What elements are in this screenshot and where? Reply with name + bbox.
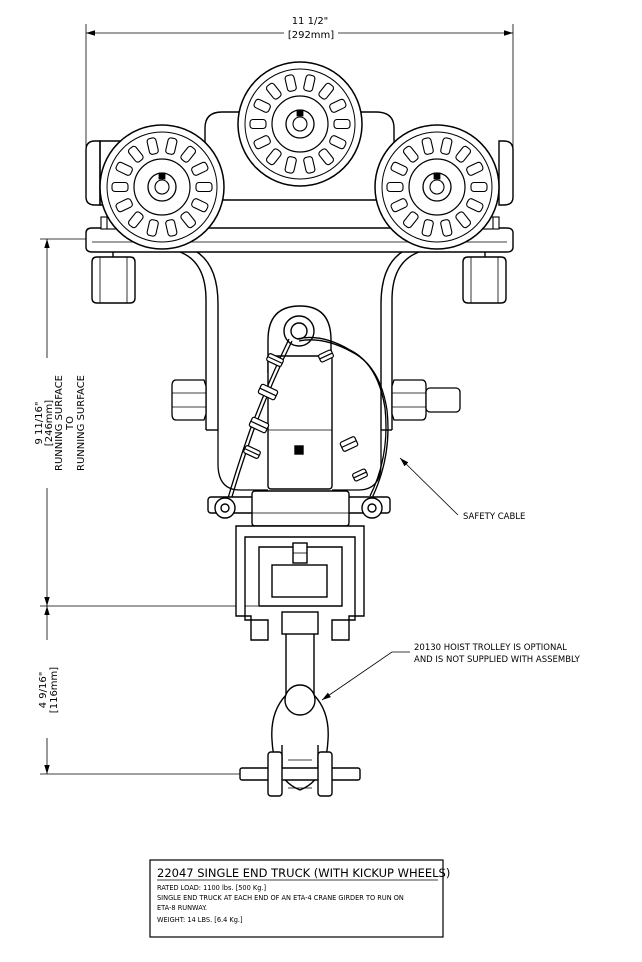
width-dimension — [85, 24, 514, 148]
title-block-desc-line2: ETA-8 RUNWAY. — [157, 904, 207, 912]
wheel-slot — [253, 98, 271, 113]
wheel-slot — [466, 161, 484, 176]
height-upper-label2: TO — [65, 416, 76, 431]
wheel-slot — [284, 156, 297, 174]
wheel-slot — [455, 145, 472, 163]
wheel-slot — [390, 198, 408, 213]
wheel-slot — [115, 198, 133, 213]
hoist-trolley-frame — [235, 525, 365, 641]
title-block-title: 22047 SINGLE END TRUCK (WITH KICKUP WHEE… — [157, 866, 450, 880]
wheel-center — [237, 61, 363, 187]
title-block-desc-line1: SINGLE END TRUCK AT EACH END OF AN ETA-4… — [157, 894, 404, 902]
height-lower-dimension — [40, 606, 258, 775]
cable-clamps-right — [318, 349, 368, 482]
cross-pin — [207, 490, 391, 527]
height-upper-label3: RUNNING SURFACE — [76, 375, 87, 471]
wheel-slot — [146, 137, 159, 155]
title-block: 22047 SINGLE END TRUCK (WITH KICKUP WHEE… — [149, 859, 450, 938]
wheel-slot — [303, 74, 316, 92]
title-block-weight: WEIGHT: 14 LBS. [6.4 Kg.] — [157, 916, 243, 924]
wheel-slot — [284, 74, 297, 92]
wheel-slot — [402, 211, 419, 229]
wheel-slot — [470, 181, 488, 193]
height-upper-metric: [246mm] — [44, 400, 55, 446]
center-block — [267, 355, 333, 490]
wheel-slot — [265, 148, 282, 166]
wheel-slot — [195, 181, 213, 193]
wheel-slot — [333, 118, 351, 130]
width-imperial-label: 11 1/2" — [292, 16, 329, 27]
wheel-slot — [329, 135, 347, 150]
title-block-border — [149, 859, 444, 938]
height-lower-imperial: 4 9/16" — [38, 672, 49, 709]
callout-leaders — [321, 457, 459, 701]
wheel-slot — [127, 211, 144, 229]
wheel-slot — [165, 219, 178, 237]
wheel-slot — [390, 161, 408, 176]
wheel-slot — [329, 98, 347, 113]
wheels-group — [99, 61, 500, 250]
height-upper-dimension — [40, 238, 258, 607]
wheel-slot — [146, 219, 159, 237]
wheel-slot — [421, 219, 434, 237]
wheel-slot — [191, 198, 209, 213]
bracket-arms — [179, 251, 420, 431]
wheel-slot — [180, 145, 197, 163]
wheel-slot — [249, 118, 267, 130]
height-lower-labels: 4 9/16" [116mm] — [38, 667, 60, 713]
side-bolts — [171, 379, 461, 421]
wheel-slot — [455, 211, 472, 229]
kickup-wheel-right — [462, 252, 507, 304]
kickup-wheel-left — [91, 252, 136, 304]
wheel-slot — [127, 145, 144, 163]
trolley-callout-line1: 20130 HOIST TROLLEY IS OPTIONAL — [414, 643, 567, 653]
width-metric-label: [292mm] — [288, 30, 334, 41]
height-upper-imperial: 9 11/16" — [34, 402, 45, 445]
shackle — [239, 634, 361, 797]
wheel-slot — [440, 137, 453, 155]
wheel-left — [99, 124, 225, 250]
wheel-slot — [115, 161, 133, 176]
wheel-slot — [253, 135, 271, 150]
wheel-slot — [165, 137, 178, 155]
wheel-slot — [111, 181, 129, 193]
wheel-slot — [421, 137, 434, 155]
wheel-slot — [180, 211, 197, 229]
wheel-slot — [386, 181, 404, 193]
wheel-slot — [318, 82, 335, 100]
safety-cable-callout: SAFETY CABLE — [463, 512, 525, 522]
wheel-slot — [303, 156, 316, 174]
height-lower-metric: [116mm] — [49, 667, 60, 713]
wheel-slot — [265, 82, 282, 100]
wheel-slot — [466, 198, 484, 213]
wheel-slot — [318, 148, 335, 166]
trolley-callout-line2: AND IS NOT SUPPLIED WITH ASSEMBLY — [414, 655, 581, 665]
wheel-slot — [191, 161, 209, 176]
height-upper-labels: 9 11/16" [246mm] RUNNING SURFACE TO RUNN… — [34, 375, 87, 471]
cable-clamps-left — [243, 353, 284, 459]
height-upper-label1: RUNNING SURFACE — [54, 375, 65, 471]
title-block-rated-load: RATED LOAD: 1100 lbs. [500 Kg.] — [157, 884, 266, 892]
wheel-slot — [440, 219, 453, 237]
wheel-right — [374, 124, 500, 250]
wheel-slot — [402, 145, 419, 163]
